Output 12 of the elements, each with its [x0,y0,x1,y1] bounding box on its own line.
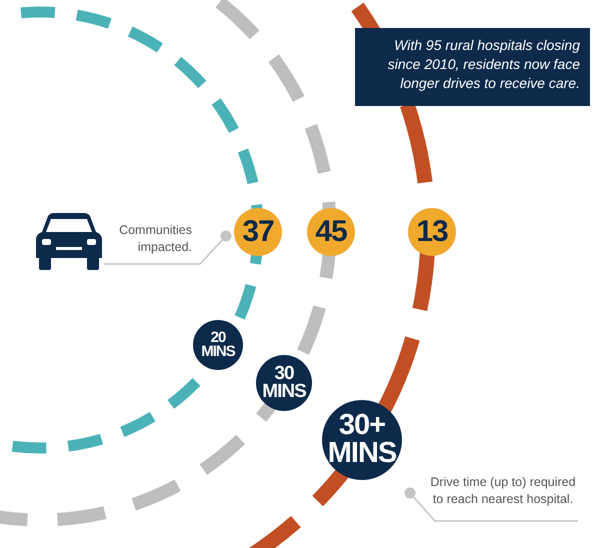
headline-banner: With 95 rural hospitals closing since 2010, residents now face longer drives to receive care. [355,28,590,106]
number-badge: 30 MINS [256,355,312,411]
number-badge: 13 [408,208,456,256]
leader-line [104,230,232,265]
number-badge: 45 [307,208,355,256]
leader-line [404,488,578,522]
car-icon [36,212,102,270]
number-badge: 37 [234,208,282,256]
number-badge: 30+ MINS [322,400,402,480]
annotation-text: Drive time (up to) required to reach nearest hospital. [428,474,578,521]
annotation-text: Communities impacted. [104,222,192,264]
number-badge: 20 MINS [193,320,243,370]
